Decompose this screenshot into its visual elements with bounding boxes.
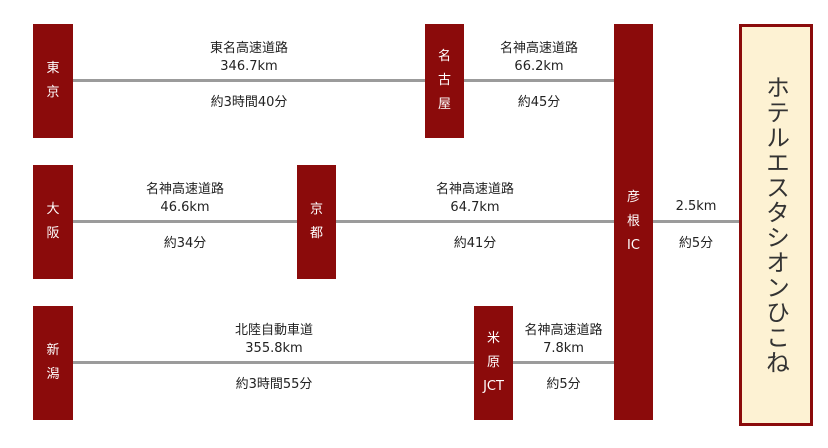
node-tokyo-char-1: 東 xyxy=(46,61,60,76)
hotel-name: ホテルエスタシオンひこね xyxy=(761,75,790,375)
node-nagoya-char-3: 屋 xyxy=(437,97,451,112)
route-road-name: 名神高速道路 xyxy=(499,41,578,56)
route-kyoto-hikone-time: 約41分 xyxy=(453,236,497,251)
route-hikone-hotel-time: 約5分 xyxy=(678,236,714,251)
node-hikone-char-3: IC xyxy=(627,238,640,253)
line-osaka-kyoto xyxy=(73,220,297,223)
node-hikone-char-1: 彦 xyxy=(626,190,640,205)
node-tokyo-char-2: 京 xyxy=(46,85,60,100)
node-osaka-char-2: 阪 xyxy=(46,226,60,241)
route-niigata-maibara-time: 約3時間55分 xyxy=(235,377,313,392)
line-maibara-hikone xyxy=(513,361,614,364)
route-tokyo-nagoya-time: 約3時間40分 xyxy=(210,95,288,110)
line-hikone-hotel xyxy=(653,220,739,223)
node-maibara: 米 原 JCT xyxy=(474,306,513,420)
node-tokyo: 東 京 xyxy=(33,24,73,138)
node-kyoto: 京 都 xyxy=(297,165,336,279)
line-kyoto-hikone xyxy=(336,220,614,223)
route-maibara-hikone-time: 約5分 xyxy=(546,377,581,392)
line-tokyo-nagoya xyxy=(73,79,425,82)
node-niigata-char-2: 潟 xyxy=(46,367,60,382)
line-nagoya-hikone xyxy=(464,79,614,82)
route-tokyo-nagoya-info: 東名高速道路 346.7km xyxy=(199,40,299,76)
route-road-name: 東名高速道路 xyxy=(209,41,288,56)
node-kyoto-char-1: 京 xyxy=(309,202,323,217)
node-maibara-char-1: 米 xyxy=(486,331,500,346)
route-distance: 66.2km xyxy=(514,59,564,74)
route-road-name: 名神高速道路 xyxy=(435,182,514,197)
route-kyoto-hikone-info: 名神高速道路 64.7km xyxy=(425,181,525,217)
node-nagoya-char-1: 名 xyxy=(437,49,451,64)
node-maibara-char-2: 原 xyxy=(486,355,500,370)
route-distance: 64.7km xyxy=(450,200,500,215)
node-maibara-char-3: JCT xyxy=(483,379,504,394)
line-niigata-maibara xyxy=(73,361,474,364)
node-nagoya: 名 古 屋 xyxy=(425,24,464,138)
route-distance: 355.8km xyxy=(245,341,303,356)
route-road-name: 名神高速道路 xyxy=(145,182,224,197)
route-nagoya-hikone-time: 約45分 xyxy=(517,95,561,110)
route-distance: 346.7km xyxy=(220,59,278,74)
route-hikone-hotel-distance: 2.5km xyxy=(675,199,717,214)
route-distance: 46.6km xyxy=(160,200,210,215)
node-osaka: 大 阪 xyxy=(33,165,73,279)
node-nagoya-char-2: 古 xyxy=(437,73,451,88)
route-road-name: 名神高速道路 xyxy=(524,323,603,338)
node-niigata: 新 潟 xyxy=(33,306,73,420)
route-nagoya-hikone-info: 名神高速道路 66.2km xyxy=(489,40,589,76)
route-osaka-kyoto-time: 約34分 xyxy=(163,236,207,251)
route-distance: 7.8km xyxy=(543,341,584,356)
route-osaka-kyoto-info: 名神高速道路 46.6km xyxy=(135,181,235,217)
node-hikone-ic: 彦 根 IC xyxy=(614,24,653,420)
node-osaka-char-1: 大 xyxy=(46,202,60,217)
hotel-destination: ホテルエスタシオンひこね xyxy=(739,24,813,426)
route-niigata-maibara-info: 北陸自動車道 355.8km xyxy=(224,322,324,358)
route-maibara-hikone-info: 名神高速道路 7.8km xyxy=(513,322,614,358)
node-hikone-char-2: 根 xyxy=(626,214,640,229)
node-niigata-char-1: 新 xyxy=(46,343,60,358)
route-road-name: 北陸自動車道 xyxy=(234,323,313,338)
node-kyoto-char-2: 都 xyxy=(309,226,323,241)
